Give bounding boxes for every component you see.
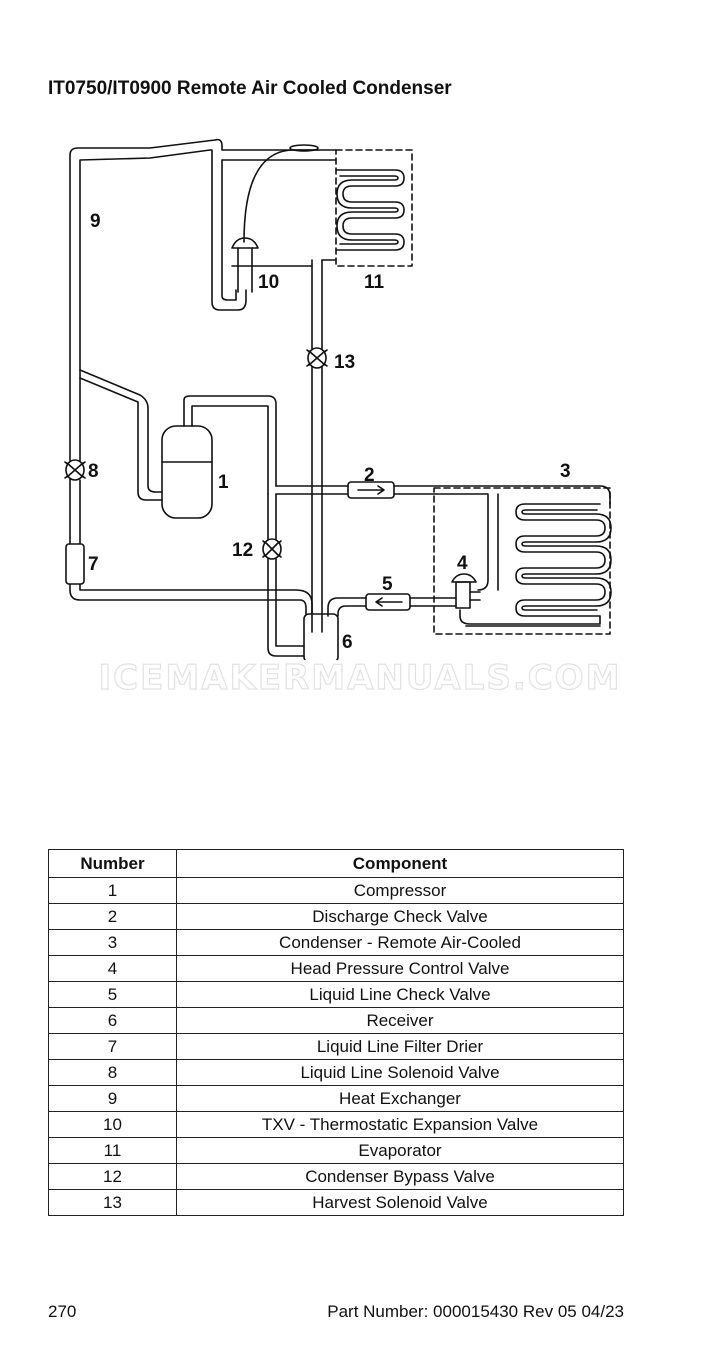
row-number: 12: [48, 1163, 177, 1190]
row-number: 6: [48, 1007, 177, 1034]
row-component: Condenser Bypass Valve: [176, 1163, 624, 1190]
harvest-solenoid-valve: [306, 347, 328, 369]
label-3: 3: [560, 461, 571, 482]
row-number: 2: [48, 903, 177, 930]
row-number: 1: [48, 877, 177, 904]
row-number: 8: [48, 1059, 177, 1086]
condenser-coil: [515, 503, 606, 617]
row-component: Head Pressure Control Valve: [176, 955, 624, 982]
row-number: 13: [48, 1189, 177, 1216]
txv-capillary: [243, 149, 319, 243]
evaporator-coil: [335, 169, 405, 251]
row-component: Receiver: [176, 1007, 624, 1034]
row-component: Heat Exchanger: [176, 1085, 624, 1112]
liquid-line-solenoid-valve: [64, 459, 86, 481]
label-10: 10: [258, 272, 279, 293]
label-8: 8: [88, 461, 99, 482]
condenser-box: [433, 487, 611, 635]
page-title: IT0750/IT0900 Remote Air Cooled Condense…: [48, 78, 452, 99]
row-number: 10: [48, 1111, 177, 1138]
evaporator-box: [335, 149, 413, 267]
receiver: [303, 613, 339, 660]
refrigeration-diagram: 9 10 11 13 8 1 2 3 12 7 4 5 6: [64, 138, 612, 660]
discharge-check-valve: [347, 481, 395, 499]
label-11: 11: [364, 272, 385, 293]
row-number: 4: [48, 955, 177, 982]
row-component: Compressor: [176, 877, 624, 904]
condenser-bypass-valve: [262, 538, 282, 560]
part-number: Part Number: 000015430 Rev 05 04/23: [327, 1302, 624, 1321]
label-5: 5: [382, 574, 393, 595]
label-2: 2: [364, 465, 375, 486]
row-component: Liquid Line Filter Drier: [176, 1033, 624, 1060]
row-component: Liquid Line Check Valve: [176, 981, 624, 1008]
label-6: 6: [342, 632, 353, 653]
label-4: 4: [457, 553, 468, 574]
label-7: 7: [88, 554, 99, 575]
row-component: Condenser - Remote Air-Cooled: [176, 929, 624, 956]
table-header-row: Number Component: [48, 849, 624, 878]
row-component: Discharge Check Valve: [176, 903, 624, 930]
row-component: Liquid Line Solenoid Valve: [176, 1059, 624, 1086]
row-number: 11: [48, 1137, 177, 1164]
compressor: [161, 425, 213, 519]
row-component: Harvest Solenoid Valve: [176, 1189, 624, 1216]
label-9: 9: [90, 211, 101, 232]
row-number: 7: [48, 1033, 177, 1060]
label-12: 12: [232, 540, 253, 561]
row-component: TXV - Thermostatic Expansion Valve: [176, 1111, 624, 1138]
row-component: Evaporator: [176, 1137, 624, 1164]
txv-valve: [231, 237, 259, 249]
header-number: Number: [48, 849, 177, 878]
row-number: 5: [48, 981, 177, 1008]
liquid-line-check-valve: [365, 593, 411, 611]
label-1: 1: [218, 472, 229, 493]
page-number: 270: [48, 1302, 77, 1321]
row-number: 3: [48, 929, 177, 956]
header-component: Component: [176, 849, 624, 878]
row-number: 9: [48, 1085, 177, 1112]
liquid-line-filter-drier: [65, 543, 85, 585]
head-pressure-control-valve: [451, 573, 481, 609]
watermark: ICEMAKERMANUALS.COM: [98, 657, 622, 698]
heat-exchanger-line: [69, 138, 337, 471]
label-13: 13: [334, 352, 355, 373]
